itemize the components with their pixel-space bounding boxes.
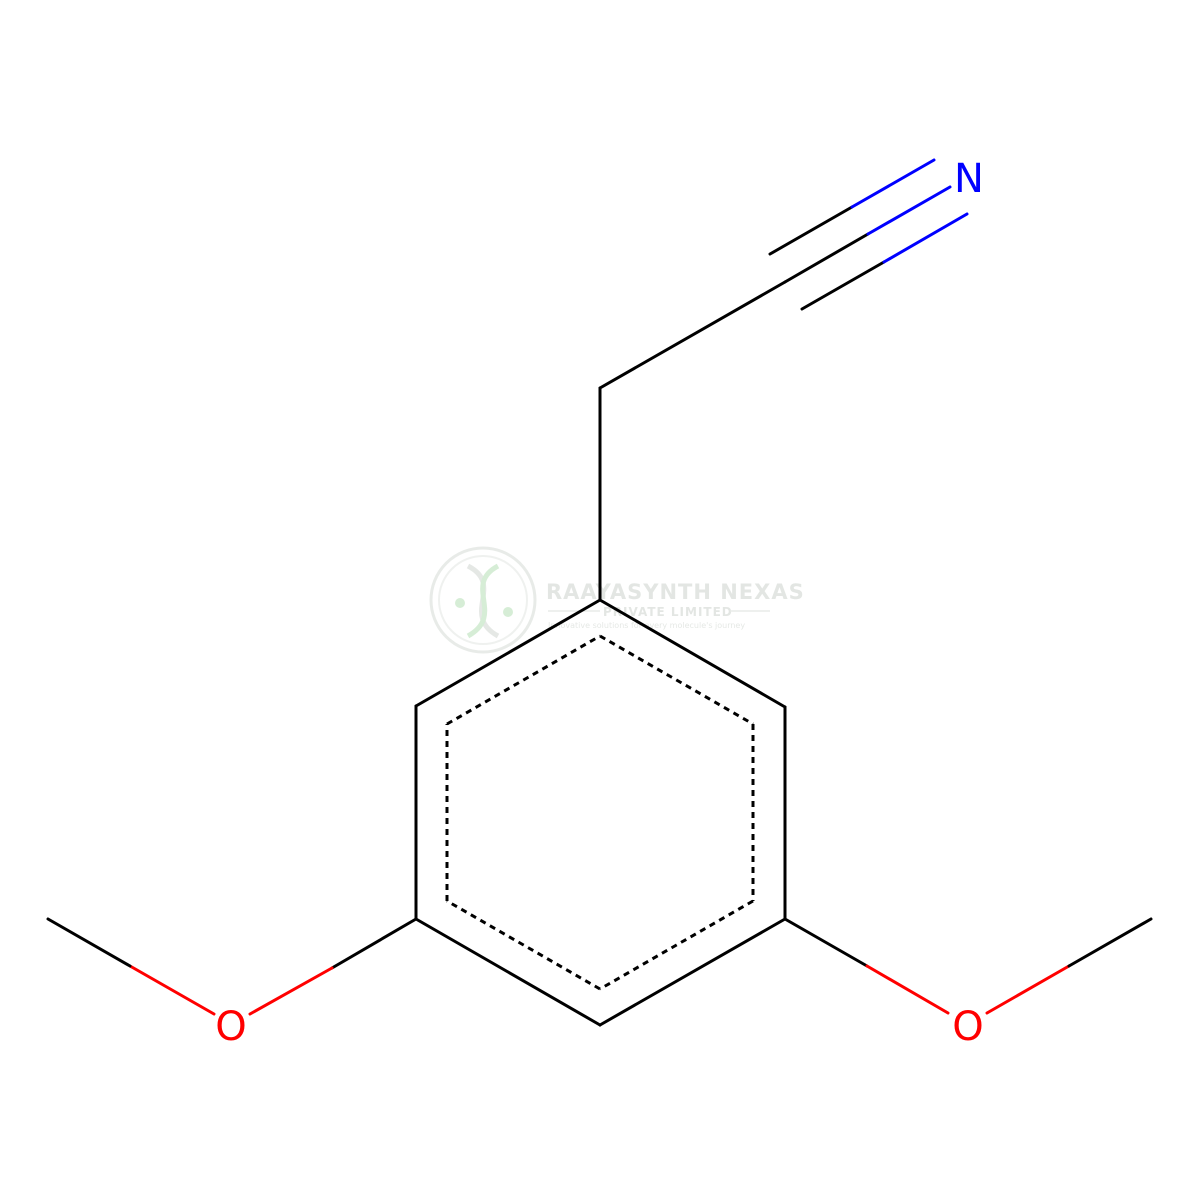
ring-bond <box>598 917 787 1027</box>
triple-bond-upper-carbon-half <box>768 205 854 256</box>
bond-ring-oxygen-right-carbon-half <box>783 917 869 968</box>
bond-oxygen-methyl-right-oxygen-half <box>985 964 1071 1015</box>
methoxy-left <box>46 917 418 1016</box>
watermark-subtitle: PRIVATE LIMITED <box>603 605 733 619</box>
watermark: RAAYASYNTH NEXAS PRIVATE LIMITED Innovat… <box>429 546 805 654</box>
aromatic-inner-ring <box>445 634 755 991</box>
ring-bond <box>598 598 787 709</box>
bond-oxygen-methyl-left-carbon-half <box>46 917 132 968</box>
oxygen-right-label: O <box>952 1004 983 1050</box>
aromatic-bond <box>599 899 754 991</box>
bond-oxygen-methyl-right-carbon-half <box>1067 917 1153 968</box>
methoxy-right <box>783 917 1153 1015</box>
triple-bond-center-carbon-half <box>783 232 870 284</box>
bond-oxygen-methyl-left-oxygen-half <box>128 964 216 1016</box>
triple-bond-lower-carbon-half <box>800 260 886 311</box>
bond-ring-oxygen-right-oxygen-half <box>865 964 950 1015</box>
nitrogen-atom-label: N <box>954 156 984 202</box>
bond-ring-oxygen-left-oxygen-half <box>248 966 334 1016</box>
nitrile-chain <box>598 158 969 602</box>
dna-helix-logo <box>429 546 537 654</box>
aromatic-bond <box>446 634 601 726</box>
watermark-title: RAAYASYNTH NEXAS <box>546 580 805 604</box>
bond-ch2-cn <box>598 280 787 390</box>
benzene-ring <box>414 598 787 1027</box>
triple-bond-center-nitrogen-half <box>866 185 952 236</box>
bond-ring-oxygen-left-carbon-half <box>330 917 418 970</box>
oxygen-left-label: O <box>215 1004 246 1050</box>
triple-bond-upper-nitrogen-half <box>850 158 936 209</box>
aromatic-bond <box>599 634 754 726</box>
aromatic-bond <box>446 899 601 991</box>
ring-bond <box>414 917 602 1027</box>
triple-bond-lower-nitrogen-half <box>882 212 969 264</box>
ring-bond <box>414 598 602 708</box>
